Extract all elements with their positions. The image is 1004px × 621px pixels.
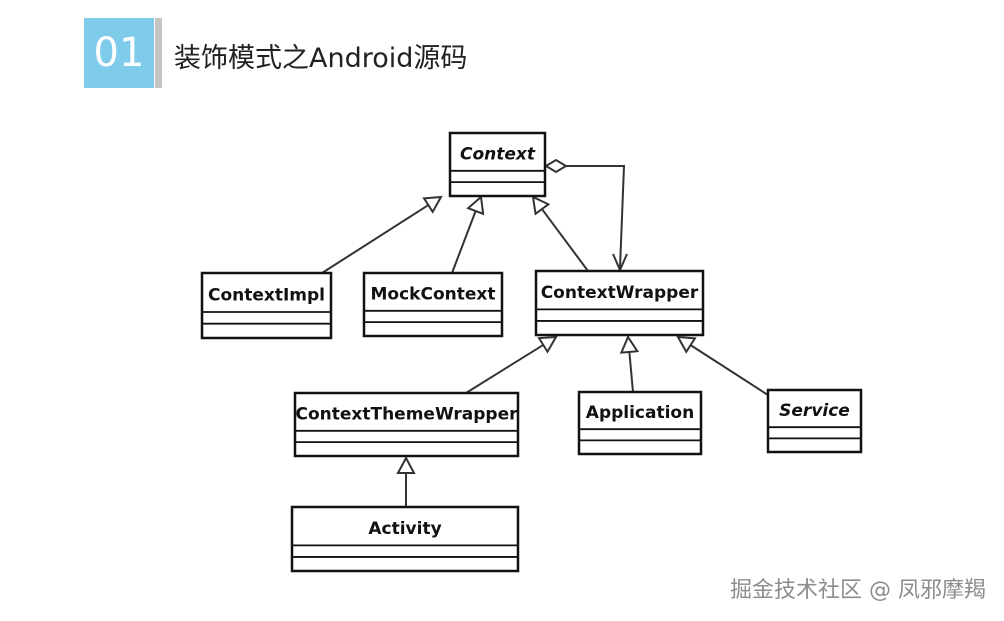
- class-box: [534, 269, 705, 337]
- inheritance-arrowhead: [676, 335, 697, 354]
- inheritance-arrowhead: [537, 335, 558, 354]
- class-name: Service: [779, 401, 850, 421]
- class-name: MockContext: [371, 284, 496, 304]
- inheritance-line: [321, 204, 429, 274]
- class-name: ContextThemeWrapper: [295, 404, 518, 424]
- class-box: [362, 271, 504, 338]
- class-box: [293, 391, 520, 458]
- class-name: ContextImpl: [208, 285, 325, 305]
- watermark: 掘金技术社区 @ 凤邪摩羯: [730, 578, 986, 603]
- page-title: 装饰模式之Android源码: [174, 43, 468, 74]
- inheritance-arrowhead: [619, 334, 640, 354]
- inheritance-line: [541, 208, 589, 272]
- class-name: Context: [460, 144, 536, 164]
- inheritance-arrowhead: [396, 455, 416, 474]
- class-contextimpl: ContextImpl: [200, 271, 333, 340]
- class-service: Service: [766, 388, 863, 454]
- inheritance-arrowhead: [531, 195, 551, 216]
- class-box: [448, 131, 547, 198]
- class-box: [200, 271, 333, 340]
- aggregation-line: [566, 165, 626, 269]
- class-context: Context: [448, 131, 547, 198]
- class-name: Application: [586, 403, 694, 423]
- class-application: Application: [577, 390, 703, 456]
- class-activity: Activity: [290, 505, 520, 573]
- class-box: [577, 390, 703, 456]
- inheritance-arrowhead: [422, 195, 443, 214]
- class-box: [290, 505, 520, 573]
- class-name: Activity: [368, 519, 441, 539]
- class-contextthemewrapper: ContextThemeWrapper: [293, 391, 520, 458]
- badge-divider: [155, 18, 162, 88]
- class-box: [766, 388, 863, 454]
- section-number-badge: 01: [84, 18, 154, 88]
- aggregation-diamond: [544, 158, 568, 174]
- inheritance-line: [465, 344, 544, 394]
- relation-lines: [321, 158, 769, 507]
- class-mockcontext: MockContext: [362, 271, 504, 338]
- class-name: ContextWrapper: [541, 283, 699, 303]
- inheritance-line: [628, 351, 634, 393]
- class-contextwrapper: ContextWrapper: [534, 269, 705, 337]
- inheritance-line: [451, 210, 477, 274]
- inheritance-line: [690, 344, 769, 396]
- inheritance-arrowhead: [466, 195, 485, 216]
